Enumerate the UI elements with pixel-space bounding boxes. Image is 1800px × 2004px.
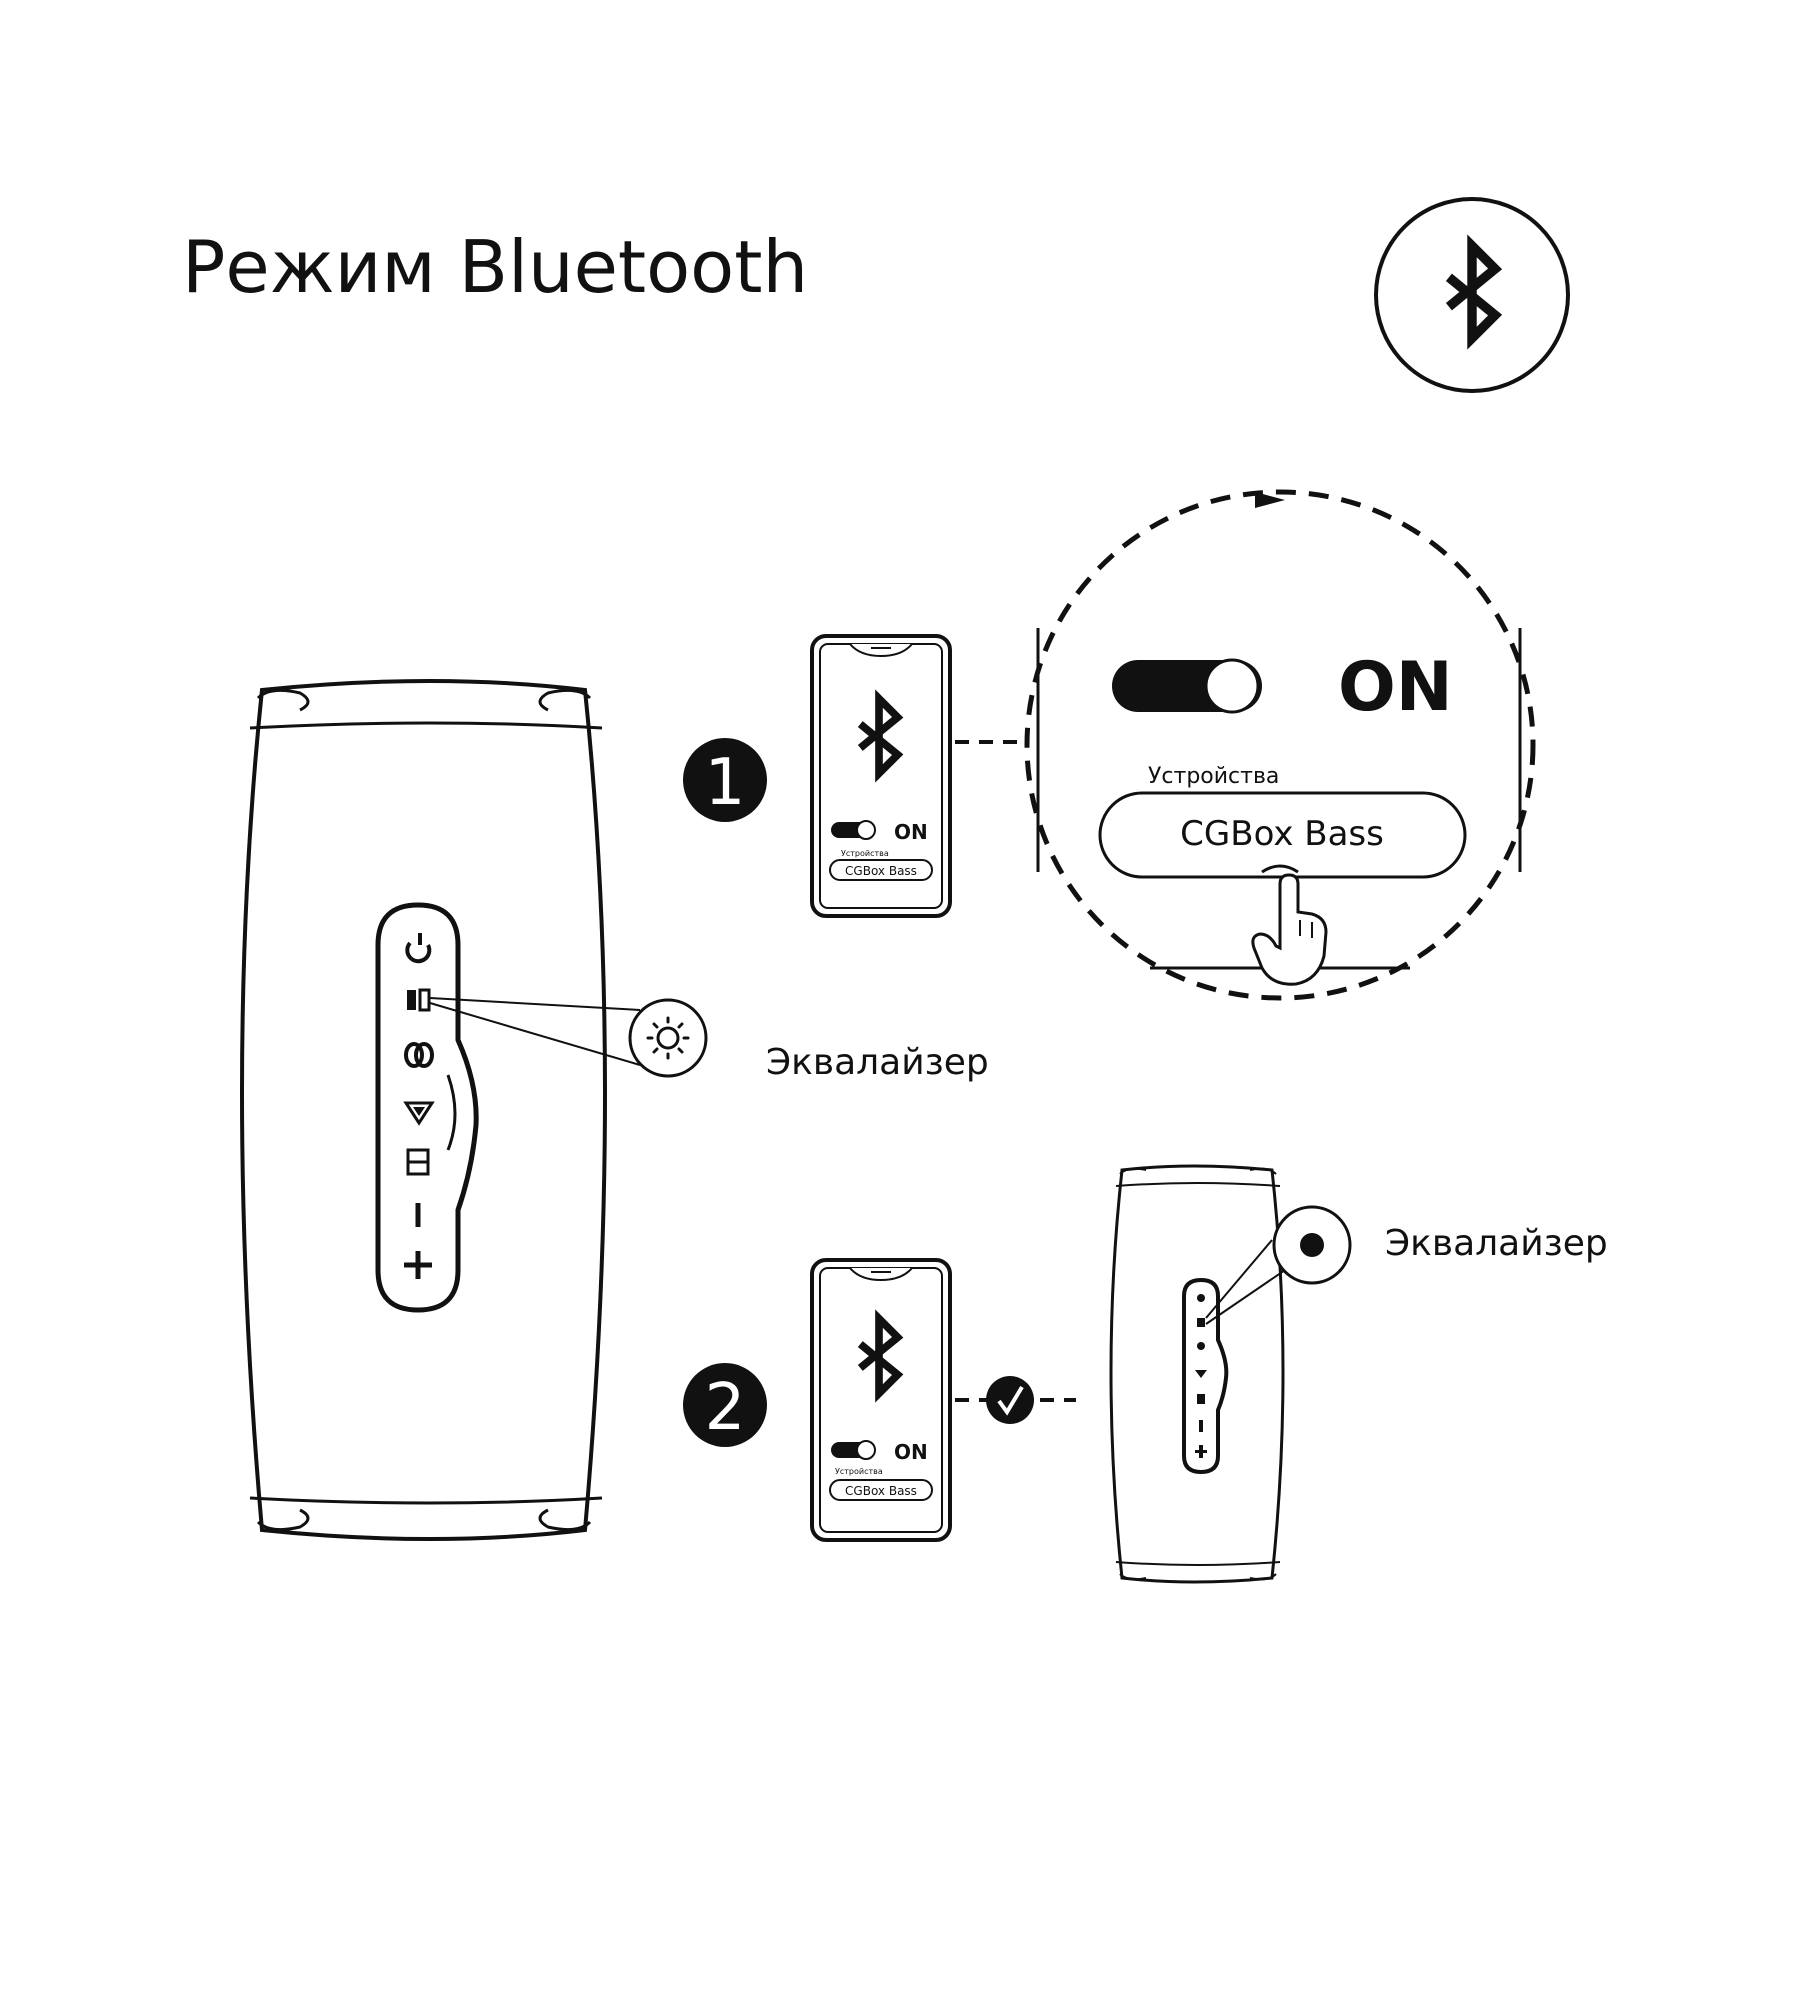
equalizer-label-2: Эквалайзер: [1385, 1223, 1608, 1264]
zoom-detail: ON Устройства CGBox Bass: [1027, 492, 1533, 998]
zoom-device-name: CGBox Bass: [1180, 814, 1384, 854]
zoom-devices-label: Устройства: [1148, 764, 1279, 789]
phone-1-device-name: CGBox Bass: [845, 864, 917, 878]
phone-2-on-label: ON: [894, 1440, 928, 1464]
step-1-badge: 1: [683, 738, 767, 822]
speaker-small: [1111, 1166, 1283, 1582]
zoom-toggle-switch[interactable]: [1112, 660, 1262, 712]
phone-1-on-label: ON: [894, 820, 928, 844]
equalizer-label-1: Эквалайзер: [766, 1042, 989, 1083]
phone-1-devices-label: Устройства: [841, 849, 889, 858]
speaker-large: [242, 681, 605, 1539]
step-1-number: 1: [705, 746, 746, 820]
step-2-number: 2: [705, 1371, 746, 1445]
phone-1-toggle: [831, 821, 875, 839]
step-2-badge: 2: [683, 1363, 767, 1447]
phone-1: ON Устройства CGBox Bass: [812, 636, 950, 916]
page-title: Режим Bluetooth: [182, 225, 808, 309]
phone-2-device-name: CGBox Bass: [845, 1484, 917, 1498]
zoom-on-label: ON: [1338, 648, 1453, 727]
phone-2-devices-label: Устройства: [835, 1467, 883, 1476]
connector-2: [955, 1376, 1076, 1424]
bluetooth-circle-icon: [1376, 199, 1568, 391]
check-icon: [986, 1376, 1034, 1424]
phone-2-toggle: [831, 1441, 875, 1459]
equalizer-dot-icon: [1300, 1233, 1324, 1257]
phone-2: ON Устройства CGBox Bass: [812, 1260, 950, 1540]
